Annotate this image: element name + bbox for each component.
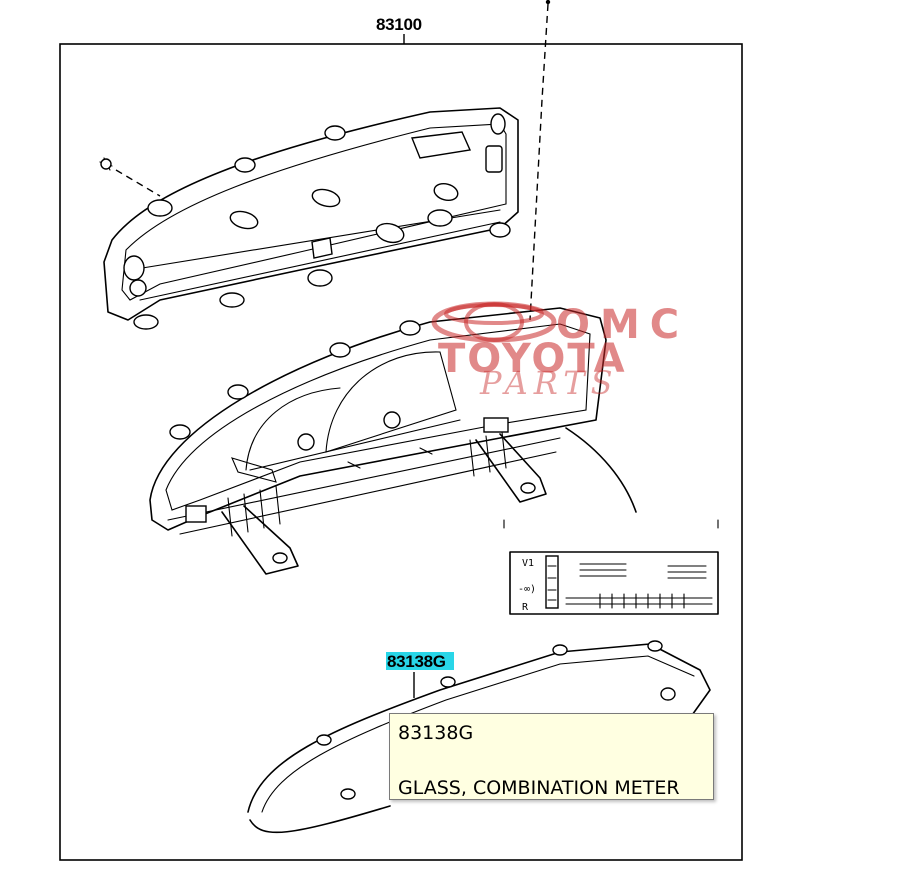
svg-text:V1: V1 (522, 558, 534, 569)
svg-text:R: R (522, 602, 529, 613)
tooltip-part-code: 83138G (398, 722, 474, 744)
svg-text:PARTS: PARTS (479, 364, 619, 402)
svg-text:OMC: OMC (556, 302, 689, 348)
part-tooltip: 83138G GLASS, COMBINATION METER (389, 713, 714, 800)
reference-dashed-line (529, 0, 551, 321)
svg-text:-∞): -∞) (518, 584, 536, 595)
assembly-part-number[interactable]: 83100 (376, 15, 422, 34)
display-callout: V1 -∞) R (503, 427, 719, 615)
diagram-frame (59, 43, 743, 861)
highlighted-part-number[interactable]: 83138G (387, 652, 446, 671)
watermark-logo: OMC TOYOTA PARTS (431, 301, 689, 402)
tooltip-part-name: GLASS, COMBINATION METER (398, 777, 680, 799)
glass-drawing (247, 640, 711, 834)
rear-case-drawing (99, 107, 519, 330)
svg-text:TOYOTA: TOYOTA (438, 336, 627, 382)
part-number-highlight (386, 652, 454, 670)
combination-meter-drawing (149, 307, 607, 575)
